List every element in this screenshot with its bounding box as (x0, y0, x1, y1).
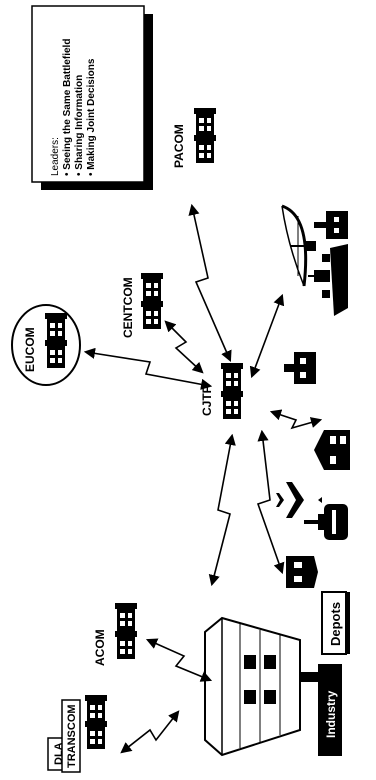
legend-item-decisions: • Making Joint Decisions (86, 58, 97, 176)
centcom-label: CENTCOM (121, 277, 135, 338)
building-icon (115, 603, 137, 631)
building-icon (221, 391, 243, 419)
building-icon (85, 721, 107, 749)
assets (276, 206, 350, 588)
building-icon (314, 211, 348, 239)
building-icon (141, 273, 163, 301)
node-dla-transcom: DLA TRANSCOM (48, 695, 107, 772)
acom-label: ACOM (93, 629, 107, 666)
node-eucom: EUCOM (12, 305, 80, 385)
lightning-link-icon (122, 712, 178, 752)
lightning-link-icon (258, 432, 282, 572)
pacom-label: PACOM (172, 124, 186, 168)
building-icon (45, 340, 67, 368)
cjtf-label: CJTF (200, 386, 214, 416)
legend-item-information: • Sharing Information (74, 75, 85, 176)
legend-title: Leaders: (50, 137, 61, 176)
node-centcom: CENTCOM (121, 273, 163, 338)
industry-building (205, 618, 300, 755)
node-pacom: PACOM (172, 108, 216, 168)
depots-label: Depots (328, 602, 343, 646)
lightning-link-icon (148, 640, 210, 680)
ship-icon (308, 244, 348, 316)
tank-icon (304, 504, 348, 540)
industry-smokestack (300, 672, 320, 682)
transcom-label: TRANSCOM (66, 704, 78, 768)
building-icon (194, 135, 216, 163)
building-icon (141, 301, 163, 329)
legend-item-battlefield: • Seeing the Same Battlefield (62, 39, 73, 176)
building-icon (221, 363, 243, 391)
lightning-link-icon (86, 352, 210, 386)
link-arrow (252, 296, 282, 376)
node-acom: ACOM (93, 603, 137, 666)
lightning-link-icon (272, 412, 320, 428)
legend: Leaders: • Seeing the Same Battlefield •… (32, 6, 153, 190)
building-icon (314, 430, 350, 470)
building-icon (284, 352, 316, 384)
building-icon (85, 695, 107, 723)
aircraft-icon (276, 482, 322, 518)
node-industry-complex: Industry Depots (205, 592, 350, 756)
eucom-label: EUCOM (23, 327, 37, 372)
satellite-dish-icon (282, 206, 316, 286)
building-icon (194, 108, 216, 136)
lightning-link-icon (212, 436, 232, 584)
industry-label: Industry (324, 690, 338, 738)
node-cjtf: CJTF (200, 363, 243, 419)
building-icon (286, 556, 318, 588)
lightning-link-icon (192, 206, 230, 360)
lightning-link-icon (166, 322, 202, 372)
building-icon (115, 631, 137, 659)
building-icon (45, 313, 67, 341)
